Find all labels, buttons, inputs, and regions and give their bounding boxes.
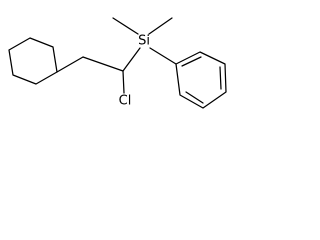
bond-carbon-to-si <box>122 47 141 72</box>
structure-diagram: Si Cl <box>0 0 251 122</box>
phenyl-double-bond-2 <box>219 66 222 90</box>
silicon-label: Si <box>138 34 150 49</box>
bond-ring-to-ch <box>56 56 84 73</box>
cyclohexane-ring <box>8 37 58 85</box>
bond-si-methyl-right <box>148 17 173 35</box>
phenyl-outer-bonds <box>175 51 227 109</box>
phenyl-ring <box>175 51 227 109</box>
phenyl-double-bond-3 <box>185 91 204 104</box>
chemical-structure: Si Cl <box>8 17 227 109</box>
cyclohexane-bonds <box>8 37 58 85</box>
bond-ch-carbon <box>82 56 124 72</box>
chlorine-label: Cl <box>119 94 132 109</box>
bond-si-to-phenyl <box>149 47 177 65</box>
bond-carbon-to-cl <box>122 70 125 94</box>
bond-si-methyl-left <box>112 17 139 35</box>
phenyl-double-bond-1 <box>181 56 202 67</box>
